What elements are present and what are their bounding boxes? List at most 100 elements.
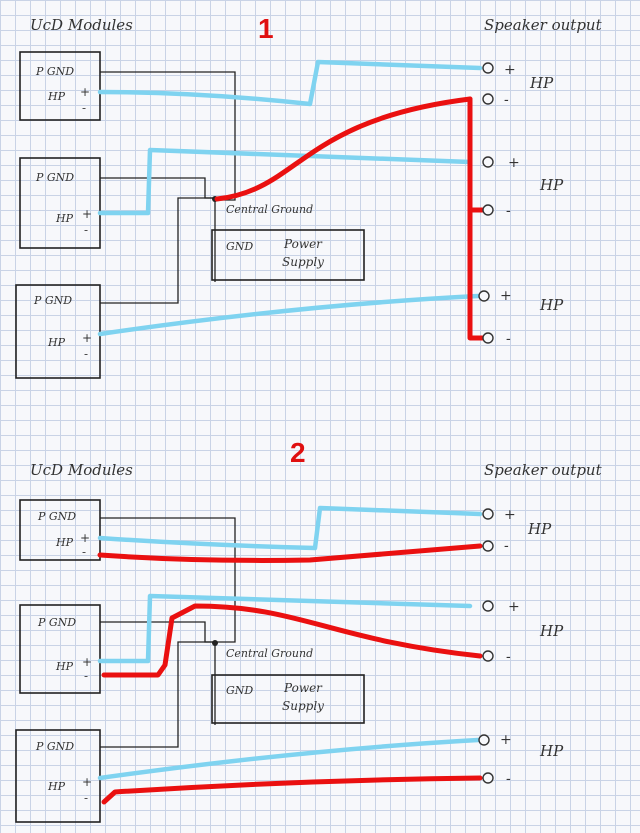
terminal-minus: - <box>506 771 511 787</box>
module-hp-label: HP <box>47 336 66 349</box>
positive-wire-3 <box>97 293 481 337</box>
diagram-2-module-2: P GND HP + - <box>19 604 101 694</box>
diagram-1-modules-title: UcD Modules <box>30 16 133 34</box>
diagram-1-ground-wires <box>100 71 236 304</box>
diagram-2-positive-wires <box>97 505 483 781</box>
speaker-terminal <box>482 650 494 662</box>
speaker-terminal <box>482 772 494 784</box>
positive-wire-3 <box>97 737 481 781</box>
positive-wire-1 <box>97 505 483 551</box>
speaker-terminal <box>482 204 494 216</box>
diagram-2-modules-title: UcD Modules <box>30 461 133 479</box>
speaker-label: HP <box>539 622 564 640</box>
diagram-1: 1 UcD Modules Speaker output P GND HP + … <box>15 13 603 379</box>
terminal-plus: + <box>504 62 516 78</box>
ground-wire-3 <box>100 641 215 748</box>
terminal-plus: + <box>500 732 512 748</box>
positive-wire-2 <box>97 593 473 664</box>
module-box <box>15 284 101 379</box>
module-hp-label: HP <box>47 780 66 793</box>
psu-label-line1: Power <box>283 237 323 251</box>
module-box <box>19 604 101 694</box>
module-hp-label: HP <box>55 212 74 225</box>
diagram-2-speaker-title: Speaker output <box>484 461 603 479</box>
psu-gnd-label: GND <box>226 684 253 697</box>
terminal-minus: - <box>504 538 509 554</box>
module-box <box>19 157 101 249</box>
diagram-2-module-3: P GND HP + - <box>15 729 101 823</box>
psu-label-line2: Supply <box>282 699 324 713</box>
speaker-terminal <box>482 156 494 168</box>
speaker-terminal <box>482 332 494 344</box>
terminal-plus: + <box>500 288 512 304</box>
diagram-1-number: 1 <box>258 13 274 44</box>
diagram-2-negative-wires <box>97 543 483 805</box>
module-gnd-label: P GND <box>37 510 76 523</box>
module-minus-label: - <box>84 223 88 237</box>
diagram-1-speakers: + - + - + - HP HP HP <box>478 62 564 347</box>
module-hp-label: HP <box>55 660 74 673</box>
speaker-label: HP <box>539 742 564 760</box>
negative-wire-2 <box>101 603 483 678</box>
module-plus-label: + <box>82 775 92 789</box>
diagram-1-module-2: P GND HP + - <box>19 157 101 249</box>
psu-label-line2: Supply <box>282 255 324 269</box>
module-box <box>19 51 101 121</box>
module-plus-label: + <box>82 207 92 221</box>
positive-wire-1 <box>97 59 483 107</box>
diagram-2-ground-wires <box>100 517 236 748</box>
speaker-label: HP <box>539 296 564 314</box>
negative-wire-1 <box>97 543 483 563</box>
diagram-1-module-3: P GND HP + - <box>15 284 101 379</box>
psu-gnd-label: GND <box>226 240 253 253</box>
module-minus-label: - <box>84 791 88 805</box>
terminal-minus: - <box>504 92 509 108</box>
terminal-plus: + <box>508 155 520 171</box>
speaker-label: HP <box>539 176 564 194</box>
module-gnd-label: P GND <box>33 294 72 307</box>
speaker-terminal <box>482 600 494 612</box>
psu-box <box>211 674 365 724</box>
psu-box <box>211 229 365 281</box>
ground-wire-2 <box>100 177 215 199</box>
negative-bus <box>467 96 491 341</box>
diagram-1-negative-wires <box>214 96 491 341</box>
terminal-plus: + <box>508 599 520 615</box>
module-plus-label: + <box>80 85 90 99</box>
module-gnd-label: P GND <box>37 616 76 629</box>
diagram-2-central-ground-label: Central Ground <box>226 647 313 660</box>
module-plus-label: + <box>82 655 92 669</box>
speaker-terminal <box>482 93 494 105</box>
module-minus-label: - <box>82 101 86 115</box>
module-plus-label: + <box>82 331 92 345</box>
module-hp-label: HP <box>47 90 66 103</box>
diagram-1-power-supply: GND Power Supply <box>211 229 365 281</box>
speaker-terminal <box>482 540 494 552</box>
terminal-minus: - <box>506 649 511 665</box>
speaker-terminal <box>478 734 490 746</box>
module-minus-label: - <box>82 545 86 559</box>
ground-wire-1 <box>100 517 236 643</box>
module-gnd-label: P GND <box>35 740 74 753</box>
ground-wire-3 <box>100 197 215 304</box>
diagram-1-central-ground-label: Central Ground <box>226 203 313 216</box>
speaker-terminal <box>478 290 490 302</box>
speaker-terminal <box>482 508 494 520</box>
module-gnd-label: P GND <box>35 171 74 184</box>
diagram-1-module-1: P GND HP + - <box>19 51 101 121</box>
module-box <box>19 499 101 561</box>
diagram-2-speakers: + - + - + - HP HP HP <box>478 507 564 787</box>
speaker-label: HP <box>527 520 552 538</box>
diagram-2-module-1: P GND HP + - <box>19 499 101 561</box>
psu-label-line1: Power <box>283 681 323 695</box>
central-ground-node <box>212 640 218 646</box>
module-minus-label: - <box>84 669 88 683</box>
diagram-1-positive-wires <box>97 59 483 337</box>
negative-wire-main <box>214 96 473 202</box>
terminal-plus: + <box>504 507 516 523</box>
terminal-minus: - <box>506 203 511 219</box>
diagram-2-number: 2 <box>290 437 306 468</box>
speaker-terminal <box>482 62 494 74</box>
module-plus-label: + <box>80 531 90 545</box>
